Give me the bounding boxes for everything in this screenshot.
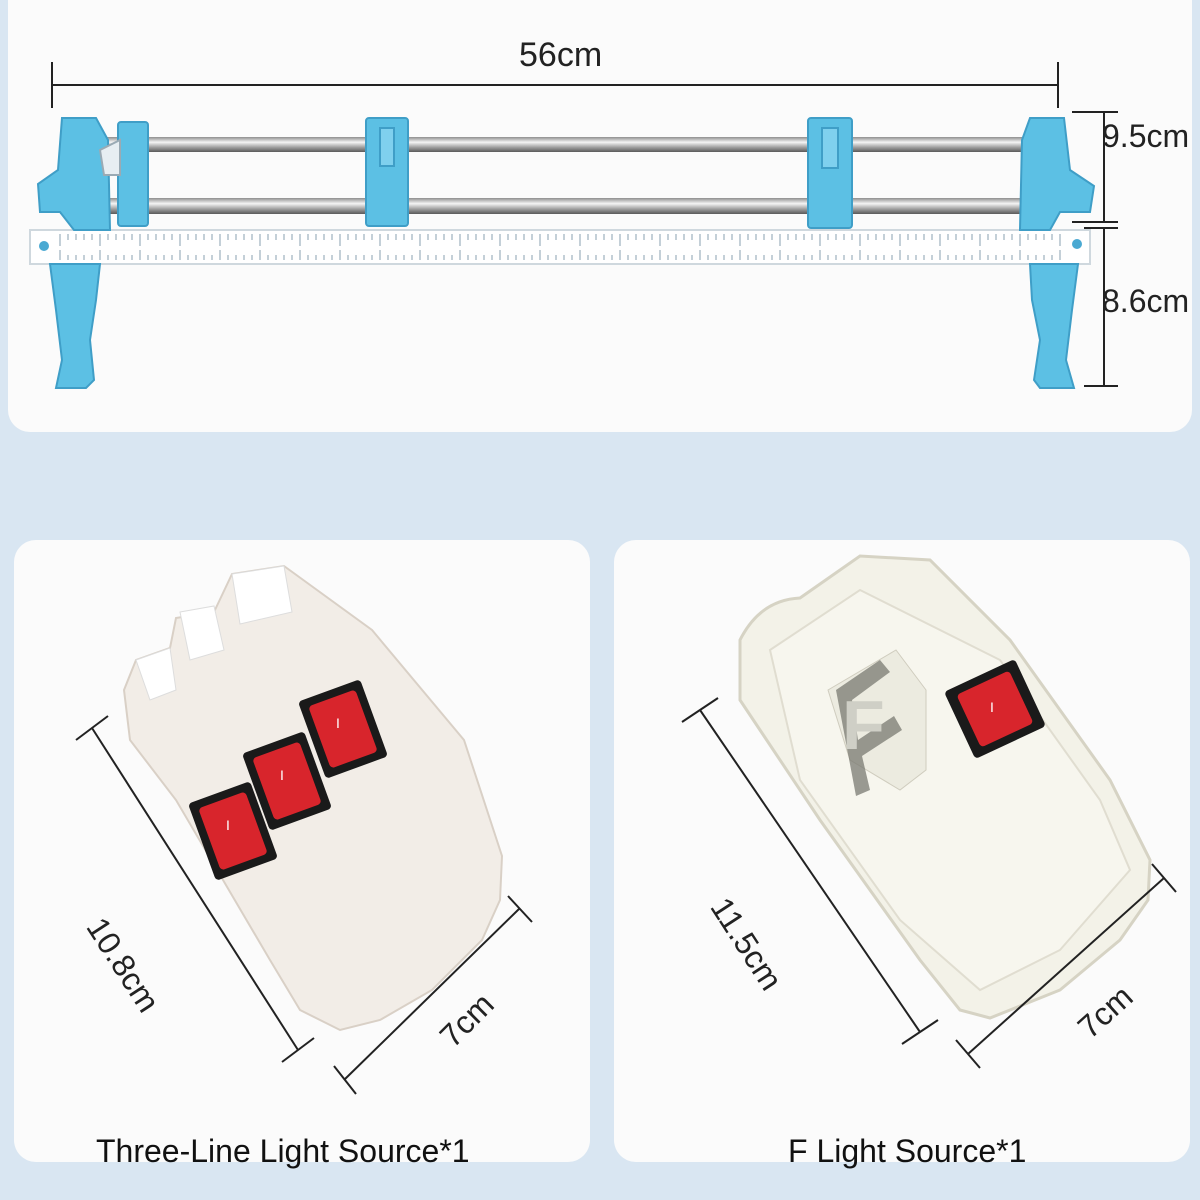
slider-holder-1[interactable] (98, 121, 149, 227)
f-switch-mark: I (990, 699, 994, 715)
optical-bench-illustration (29, 62, 1118, 389)
lower-rod (60, 198, 1040, 214)
optical-bench-panel (8, 0, 1192, 432)
switch-3-mark: I (336, 715, 340, 731)
leg-height-label: 8.6cm (1102, 283, 1190, 319)
slider-holder-2[interactable] (365, 117, 409, 227)
height-dimension-lines (1072, 111, 1118, 387)
length-label: 56cm (519, 36, 603, 74)
slider-holder-3[interactable] (807, 117, 853, 229)
measuring-ruler (29, 229, 1091, 265)
three-line-light-panel (14, 540, 590, 1162)
switch-1-mark: I (226, 817, 230, 833)
f-letter: F (842, 686, 885, 764)
length-dimension-line (51, 62, 1059, 108)
left-end-bracket (36, 117, 112, 389)
rod-spacing-label: 9.5cm (1102, 118, 1190, 154)
upper-rod (60, 137, 1040, 152)
f-light-caption: F Light Source*1 (788, 1133, 1027, 1169)
three-line-caption: Three-Line Light Source*1 (96, 1133, 470, 1169)
switch-2-mark: I (280, 767, 284, 783)
f-light-panel (614, 540, 1190, 1162)
right-end-bracket (1018, 117, 1096, 389)
